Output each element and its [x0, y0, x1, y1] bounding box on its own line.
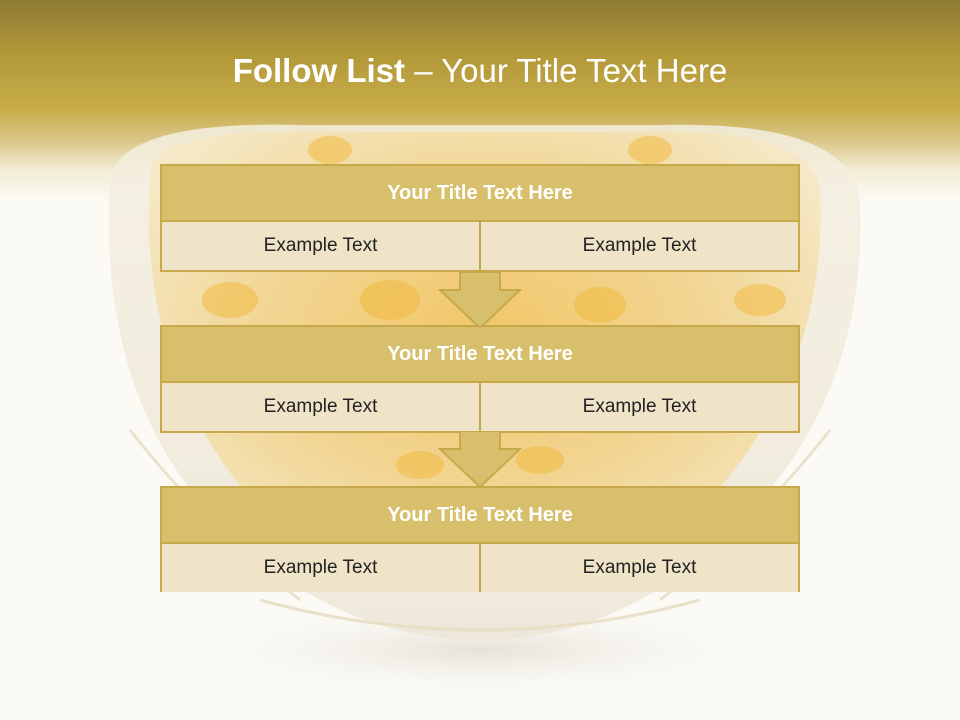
block-row: Example Text Example Text [162, 383, 798, 431]
block-cell-right: Example Text [479, 222, 798, 270]
slide-title: Follow List – Your Title Text Here [0, 52, 960, 90]
slide-title-bold: Follow List [232, 52, 406, 89]
block-cell-right: Example Text [479, 383, 798, 431]
block-cell-left: Example Text [162, 383, 479, 431]
block-cell-left: Example Text [162, 544, 479, 592]
down-arrow-icon [438, 272, 522, 330]
slide-title-rest: – Your Title Text Here [405, 52, 728, 89]
block-title: Your Title Text Here [162, 488, 798, 544]
block-row: Example Text Example Text [162, 222, 798, 270]
block-title: Your Title Text Here [162, 327, 798, 383]
list-block-3: Your Title Text Here Example Text Exampl… [160, 486, 800, 592]
block-cell-right: Example Text [479, 544, 798, 592]
list-block-2: Your Title Text Here Example Text Exampl… [160, 325, 800, 433]
down-arrow-icon [438, 431, 522, 489]
block-row: Example Text Example Text [162, 544, 798, 592]
block-title: Your Title Text Here [162, 166, 798, 222]
block-cell-left: Example Text [162, 222, 479, 270]
list-block-1: Your Title Text Here Example Text Exampl… [160, 164, 800, 272]
